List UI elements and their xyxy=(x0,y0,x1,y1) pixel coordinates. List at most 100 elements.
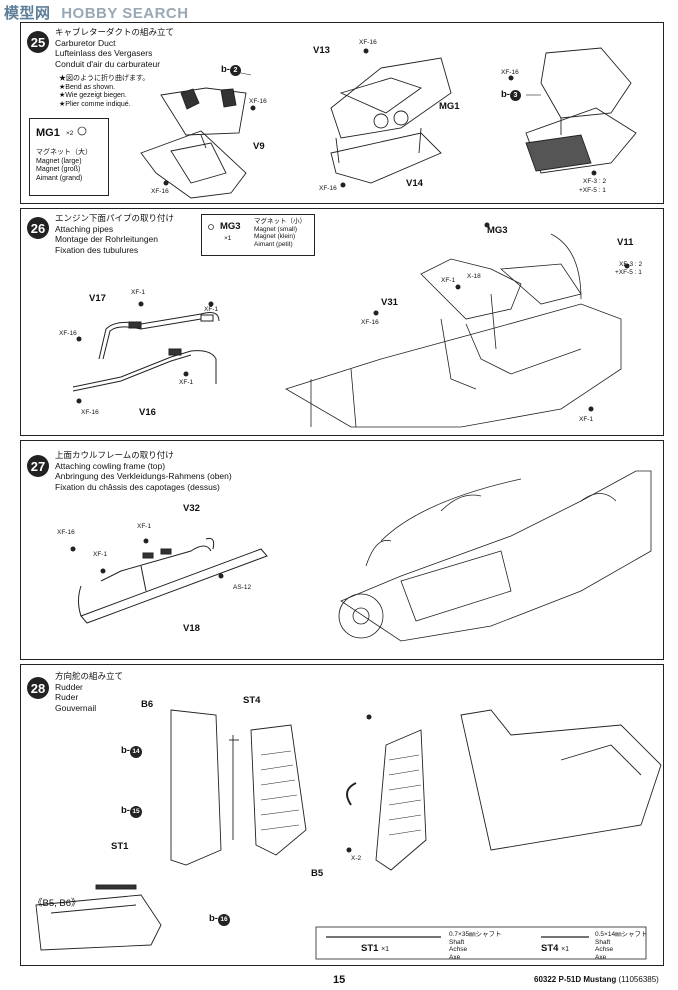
step-28-title-fr: Gouvernail xyxy=(55,702,97,713)
color-xf16-a: XF-16 xyxy=(151,188,169,195)
st4-fr: Axe xyxy=(595,953,607,961)
color-xf16-c: XF-16 xyxy=(359,39,377,46)
step-28-diagram xyxy=(35,709,662,960)
color-xf3: XF-3 : 2 xyxy=(619,261,643,268)
mg3-box: MG3 ×1 マグネット（小） Magnet (small) Magnet (k… xyxy=(201,214,315,256)
mg3-fr: Aimant (petit) xyxy=(254,240,293,248)
color-xf5: +XF-5 : 1 xyxy=(615,269,642,276)
color-xf16-b: XF-16 xyxy=(81,409,99,416)
footer-code: 60322 P-51D Mustang (11056385) xyxy=(534,975,659,984)
mg1-box: MG1 ×2 マグネット（大） Magnet (large) Magnet (g… xyxy=(29,118,109,196)
step-27-title-fr: Fixation du châssis des capotages (dessu… xyxy=(55,481,220,492)
label-v32: V32 xyxy=(183,503,200,514)
b-prefix: b- xyxy=(121,745,130,756)
step-26-diagram xyxy=(72,222,630,428)
step-25-number: 25 xyxy=(27,31,49,53)
color-xf1-c: XF-1 xyxy=(179,379,194,386)
watermark: 模型网 HOBBY SEARCH xyxy=(4,2,189,23)
color-xf1-b: XF-1 xyxy=(204,306,219,313)
page-number: 15 xyxy=(333,974,346,986)
step-28-title-en: Rudder xyxy=(55,681,83,692)
step-28-panel: 28 方向舵の組み立て Rudder Ruder Gouvernail xyxy=(20,664,664,966)
shaft-st4-code: ST4 ×1 xyxy=(541,943,569,954)
mg1-code: MG1 xyxy=(36,127,60,139)
mg3-en: Magnet (small) xyxy=(254,225,297,233)
shaft-st1-desc: 0.7×35㎜シャフト Shaft Achse Axe xyxy=(449,931,502,961)
footer-model: P-51D Mustang xyxy=(558,975,617,984)
mg1-en: Magnet (large) xyxy=(36,157,82,165)
mg3-de: Magnet (klein) xyxy=(254,233,296,240)
color-xf3: XF-3 : 2 xyxy=(583,178,607,185)
step-25-title: キャブレターダクトの組み立て Carburetor Duct Lufteinla… xyxy=(55,27,174,69)
note-en: ★Bend as shown. xyxy=(59,83,116,91)
step-28-title: 方向舵の組み立て Rudder Ruder Gouvernail xyxy=(55,671,123,713)
label-v14: V14 xyxy=(406,178,423,189)
label-v18: V18 xyxy=(183,623,200,634)
tail-assembly xyxy=(346,709,662,871)
note-fr: ★Plier comme indiqué. xyxy=(59,100,131,108)
label-v9: V9 xyxy=(253,141,265,152)
watermark-cn: 模型网 xyxy=(4,5,51,22)
rudder-inset xyxy=(35,884,162,951)
label-v31: V31 xyxy=(381,297,398,308)
step-28-number: 28 xyxy=(27,677,49,699)
rudder-halves xyxy=(170,709,307,866)
color-xf1-d: XF-1 xyxy=(441,277,456,284)
color-xf1-a: XF-1 xyxy=(131,289,146,296)
label-b-14: b-14 xyxy=(121,745,142,758)
label-st4: ST4 xyxy=(243,695,261,706)
step-26-number: 26 xyxy=(27,217,49,239)
color-as12: AS-12 xyxy=(233,584,252,591)
shaft-st4-desc: 0.5×14㎜シャフト Shaft Achse Axe xyxy=(595,931,648,961)
fuselage-engine-26 xyxy=(285,233,622,428)
shaft-st1-code: ST1 ×1 xyxy=(361,943,389,954)
color-xf16-c: XF-16 xyxy=(361,319,379,326)
st4-en: Shaft xyxy=(595,938,611,946)
step-25-title-de: Lufteinlass des Vergasers xyxy=(55,48,153,58)
color-xf16-e: XF-16 xyxy=(501,69,519,76)
watermark-en: HOBBY SEARCH xyxy=(61,5,189,22)
st1-de: Achse xyxy=(449,946,468,953)
step-25-bend-note: ★図のように折り曲げます。 ★Bend as shown. ★Wie gezei… xyxy=(59,75,149,109)
b-prefix: b- xyxy=(501,89,510,100)
label-b6: B6 xyxy=(141,699,154,710)
label-v13: V13 xyxy=(313,45,330,56)
cowling-frame xyxy=(78,538,268,624)
color-xf5: +XF-5 : 1 xyxy=(579,187,606,194)
color-xf1-b: XF-1 xyxy=(137,523,152,530)
carburetor-duct-sheet xyxy=(140,87,247,199)
step-25-diagram xyxy=(140,47,637,199)
sub-15: 15 xyxy=(129,806,142,818)
step-26-title-jp: エンジン下面パイプの取り付け xyxy=(55,213,175,223)
step-26-title-de: Montage der Rohrleitungen xyxy=(55,234,159,244)
footer-item-code: 60322 xyxy=(534,975,557,984)
mg1-de: Magnet (groß) xyxy=(36,166,81,173)
b-prefix: b- xyxy=(121,805,130,816)
footer-catalog: (11056385) xyxy=(618,975,659,984)
st1-size: 0.7×35㎜シャフト xyxy=(449,931,502,938)
step-27-title-en: Attaching cowling frame (top) xyxy=(55,460,166,471)
mg3-desc: マグネット（小） Magnet (small) Magnet (klein) A… xyxy=(254,218,306,248)
step-27-title-jp: 上面カウルフレームの取り付け xyxy=(55,450,174,460)
label-v11: V11 xyxy=(617,237,634,248)
step-27-diagram xyxy=(70,470,652,642)
duct-assembly-right xyxy=(525,47,637,174)
note-de: ★Wie gezeigt biegen. xyxy=(59,92,127,99)
magnet-icon xyxy=(77,126,87,136)
color-xf16-b: XF-16 xyxy=(249,98,267,105)
step-28-title-de: Ruder xyxy=(55,692,79,702)
color-xf1-a: XF-1 xyxy=(93,551,108,558)
color-x2: X-2 xyxy=(351,855,362,862)
st1-en: Shaft xyxy=(449,938,465,946)
step-26-title-en: Attaching pipes xyxy=(55,223,114,234)
st1-code: ST1 xyxy=(361,943,379,954)
mg3-code: MG3 xyxy=(220,221,241,232)
label-b5-b6-inset: 《B5, B6》 xyxy=(33,898,81,909)
mg1-desc: マグネット（大） Magnet (large) Magnet (groß) Ai… xyxy=(36,149,92,183)
color-xf16: XF-16 xyxy=(57,529,75,536)
shaft-legend-box xyxy=(315,926,647,960)
note-jp: ★図のように折り曲げます。 xyxy=(59,75,150,82)
st4-code: ST4 xyxy=(541,943,559,954)
label-b-15: b-15 xyxy=(121,805,142,818)
color-x18: X-18 xyxy=(467,273,481,280)
